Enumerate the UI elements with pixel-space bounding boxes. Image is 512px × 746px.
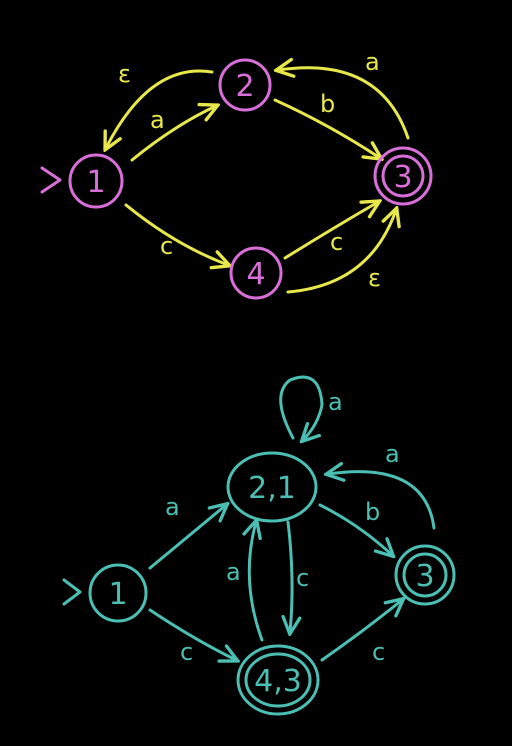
dfa-edge-21-self [279, 375, 324, 440]
nfa-edge-2-1 [106, 69, 214, 148]
nfa-edge-1-2 [130, 106, 216, 162]
dfa-state-1-label: 1 [108, 577, 127, 612]
nfa-state-3-label: 3 [393, 160, 412, 195]
nfa-edge-4-3-eps [286, 210, 396, 294]
nfa-edge-3-2 [278, 68, 410, 140]
dfa-state-43 [236, 644, 320, 716]
dfa-label-21-self: a [328, 388, 343, 416]
dfa-label-43-21: a [226, 558, 241, 586]
dfa-edge-1-21 [148, 505, 226, 570]
dfa-diagram: a a c b a c a c 1 2,1 3 4,3 [62, 375, 456, 716]
dfa-edge-3-21 [328, 472, 436, 530]
nfa-state-2 [218, 58, 272, 112]
dfa-state-1 [88, 563, 148, 623]
dfa-state-21 [226, 451, 318, 523]
dfa-label-43-3: c [372, 638, 385, 666]
nfa-state-4-label: 4 [246, 257, 265, 292]
dfa-edge-21-43 [288, 520, 292, 632]
nfa-state-2-label: 2 [235, 69, 254, 104]
dfa-label-21-43: c [296, 564, 309, 592]
nfa-start-marker [40, 166, 62, 194]
dfa-label-1-43: c [180, 638, 193, 666]
dfa-state-3 [394, 544, 456, 606]
dfa-edge-43-3 [320, 600, 402, 662]
dfa-start-marker [62, 578, 82, 606]
nfa-edge-4-3 [283, 202, 378, 260]
nfa-diagram: a ε b a c c ε 1 2 3 4 [40, 48, 433, 300]
dfa-state-21-label: 2,1 [248, 471, 296, 506]
dfa-state-43-label: 4,3 [254, 664, 302, 699]
nfa-label-2-3: b [320, 90, 335, 118]
nfa-label-1-4: c [160, 232, 173, 260]
nfa-edge-1-4 [124, 203, 228, 265]
dfa-label-3-21: a [385, 440, 400, 468]
nfa-state-1 [68, 153, 124, 209]
dfa-state-3-accept-ring [402, 552, 448, 598]
nfa-label-3-2: a [365, 48, 380, 76]
dfa-state-43-accept-ring [244, 652, 312, 708]
nfa-state-3-accept-ring [381, 154, 425, 198]
dfa-label-21-3: b [365, 498, 380, 526]
nfa-label-2-1: ε [118, 60, 131, 88]
dfa-label-1-21: a [165, 493, 180, 521]
dfa-edge-21-3 [318, 503, 392, 555]
dfa-edge-1-43 [148, 608, 236, 660]
nfa-label-4-3: c [330, 228, 343, 256]
nfa-state-4 [229, 246, 283, 300]
nfa-edge-2-3 [273, 98, 380, 158]
nfa-state-1-label: 1 [86, 165, 105, 200]
nfa-state-3 [373, 146, 433, 206]
dfa-state-3-label: 3 [415, 559, 434, 594]
nfa-label-1-2: a [150, 106, 165, 134]
nfa-label-4-3-eps: ε [368, 264, 381, 292]
dfa-edge-43-21 [249, 522, 264, 642]
